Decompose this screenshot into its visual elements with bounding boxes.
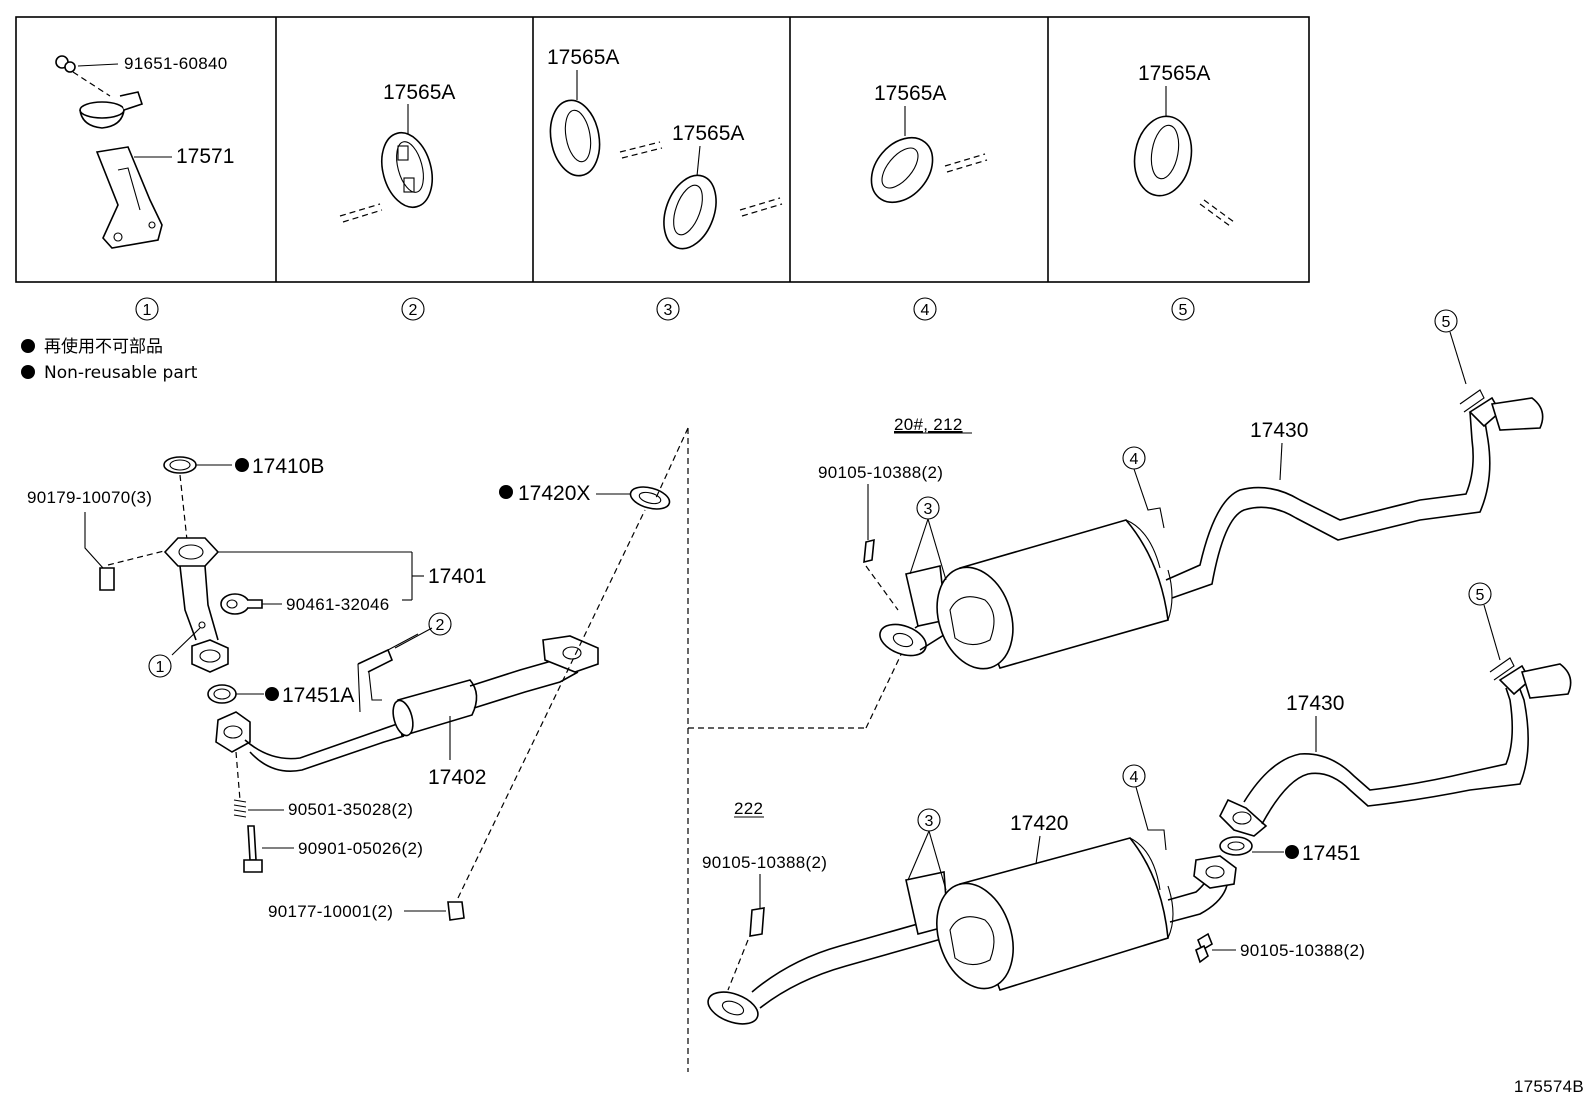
- label-90901: 90901-05026(2): [298, 839, 423, 858]
- panel-2-hanger: 17565A: [339, 81, 455, 223]
- panel-3-label-a: 17565A: [547, 46, 619, 69]
- callout-2: 2: [436, 617, 445, 634]
- panel-number-4: 4: [921, 302, 930, 319]
- panel-5-label: 17565A: [1138, 62, 1210, 85]
- label-90179: 90179-10070(3): [27, 488, 152, 507]
- non-reusable-dot-icon: [1285, 845, 1299, 859]
- hanger-panels: [15, 16, 1310, 283]
- panel-number-1: 1: [143, 302, 152, 319]
- lower-callout-4: 4: [1130, 769, 1139, 786]
- non-reusable-dot-icon: [21, 365, 35, 379]
- label-90177: 90177-10001(2): [268, 902, 393, 921]
- lower-callout-5: 5: [1476, 587, 1485, 604]
- label-90501: 90501-35028(2): [288, 800, 413, 819]
- upper-right-muffler-assembly: 20#, 212 90105-10388(2) 3 4 17430 5: [818, 309, 1544, 670]
- panel-1-label-b: 17571: [176, 145, 234, 168]
- lower-callout-3: 3: [925, 813, 934, 830]
- panel-1-label-a: 91651-60840: [124, 54, 228, 73]
- lower-right-muffler-assembly: 222 90105-10388(2) 90105-10388(2) 17451: [702, 582, 1572, 1025]
- non-reusable-dot-icon: [265, 687, 279, 701]
- legend: 再使用不可部品 Non-reusable part: [21, 336, 198, 383]
- panel-number-2: 2: [409, 302, 418, 319]
- panel-3-label-b: 17565A: [672, 122, 744, 145]
- variant-label-upper: 20#, 212: [894, 415, 963, 434]
- label-17402: 17402: [428, 766, 486, 789]
- panel-5-hanger: 17565A: [1133, 62, 1235, 227]
- upper-bolt-label: 90105-10388(2): [818, 463, 943, 482]
- label-17451A: 17451A: [282, 684, 354, 707]
- diagram-id: 175574B: [1514, 1077, 1584, 1096]
- non-reusable-dot-icon: [499, 485, 513, 499]
- upper-callout-4: 4: [1130, 451, 1139, 468]
- lower-pipe-label: 17430: [1286, 692, 1344, 715]
- panel-1-bracket: 91651-60840 17571: [55, 54, 234, 249]
- label-90461: 90461-32046: [286, 595, 390, 614]
- non-reusable-dot-icon: [235, 458, 249, 472]
- callout-1: 1: [156, 659, 165, 676]
- panel-number-5: 5: [1179, 302, 1188, 319]
- legend-jp: 再使用不可部品: [44, 336, 163, 357]
- panel-2-label: 17565A: [383, 81, 455, 104]
- label-17420X: 17420X: [518, 482, 590, 505]
- upper-pipe-label: 17430: [1250, 419, 1308, 442]
- front-pipe-assembly: 17410B 90179-10070(3) 1 17401 90461-3204…: [27, 455, 671, 921]
- lower-muffler-label: 17420: [1010, 812, 1068, 835]
- panel-number-row: 1 2 3 4 5: [135, 297, 1195, 321]
- panel-4-hanger: 17565A: [870, 82, 988, 204]
- label-17410B: 17410B: [252, 455, 324, 478]
- variant-label-lower: 222: [734, 799, 763, 818]
- label-17401: 17401: [428, 565, 486, 588]
- non-reusable-dot-icon: [21, 339, 35, 353]
- panel-3-hangers: 17565A 17565A: [547, 46, 783, 250]
- assembly-divider: [654, 427, 909, 1072]
- upper-callout-5: 5: [1442, 314, 1451, 331]
- lower-bolt-right-label: 90105-10388(2): [1240, 941, 1365, 960]
- lower-bolt-left-label: 90105-10388(2): [702, 853, 827, 872]
- upper-callout-3: 3: [924, 501, 933, 518]
- panel-number-3: 3: [664, 302, 673, 319]
- panel-4-label: 17565A: [874, 82, 946, 105]
- legend-en: Non-reusable part: [44, 363, 198, 383]
- lower-gasket-label: 17451: [1302, 842, 1360, 865]
